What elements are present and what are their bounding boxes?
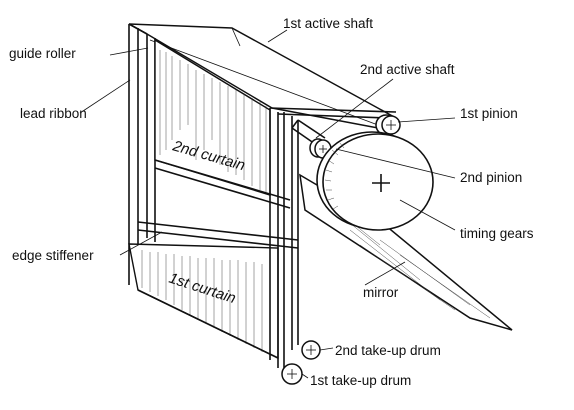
first-curtain	[128, 243, 279, 360]
label-second-active-shaft: 2nd active shaft	[360, 62, 455, 77]
first-take-up-drum	[281, 363, 303, 385]
label-first-pinion: 1st pinion	[460, 106, 518, 121]
label-second-pinion: 2nd pinion	[460, 170, 522, 185]
gear-teeth	[324, 142, 345, 210]
first-curtain-shading	[141, 250, 271, 355]
leader-lines	[79, 29, 456, 379]
edge-stiffener	[137, 221, 299, 249]
label-first-active-shaft: 1st active shaft	[283, 16, 373, 31]
label-lead-ribbon: lead ribbon	[20, 106, 87, 121]
label-edge-stiffener: edge stiffener	[12, 248, 94, 263]
second-take-up-drum	[301, 340, 321, 360]
label-timing-gears: timing gears	[460, 226, 534, 241]
label-guide-roller: guide roller	[9, 46, 76, 61]
timing-gears	[316, 131, 434, 231]
second-curtain-shading	[159, 50, 267, 192]
label-second-take-up-drum: 2nd take-up drum	[335, 343, 441, 358]
label-mirror: mirror	[363, 285, 399, 300]
second-curtain	[154, 38, 291, 209]
guide-roller	[146, 34, 156, 242]
label-first-take-up-drum: 1st take-up drum	[310, 373, 411, 388]
right-frame	[269, 107, 397, 368]
